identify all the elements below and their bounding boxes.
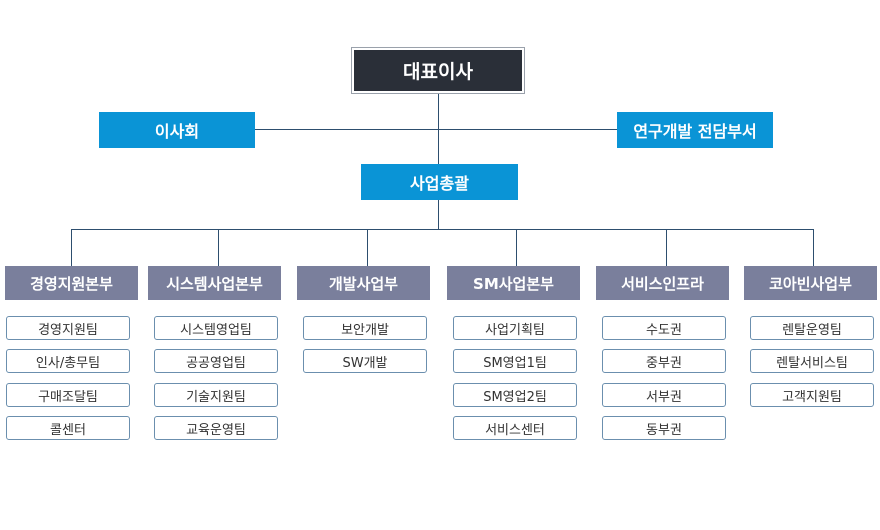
team-box: 사업기획팀 (453, 316, 577, 340)
team-box: 교육운영팀 (154, 416, 278, 440)
team-box: SW개발 (303, 349, 427, 373)
rnd-department-box: 연구개발 전담부서 (617, 112, 773, 148)
team-box: 중부권 (602, 349, 726, 373)
team-box: 수도권 (602, 316, 726, 340)
team-box: 고객지원팀 (750, 383, 874, 407)
team-box: 동부권 (602, 416, 726, 440)
division-box: 서비스인프라 (596, 266, 729, 300)
division-box: 개발사업부 (297, 266, 430, 300)
team-box: 렌탈운영팀 (750, 316, 874, 340)
team-box: 시스템영업팀 (154, 316, 278, 340)
division-box: 코아빈사업부 (744, 266, 877, 300)
team-box: 기술지원팀 (154, 383, 278, 407)
ceo-label: 대표이사 (354, 50, 522, 91)
team-box: 렌탈서비스팀 (750, 349, 874, 373)
team-box: 보안개발 (303, 316, 427, 340)
board-box: 이사회 (99, 112, 255, 148)
team-box: 인사/총무팀 (6, 349, 130, 373)
business-head-box: 사업총괄 (361, 164, 518, 200)
team-box: SM영업1팀 (453, 349, 577, 373)
ceo-box: 대표이사 (351, 47, 525, 94)
team-box: 경영지원팀 (6, 316, 130, 340)
team-box: 서비스센터 (453, 416, 577, 440)
division-box: 경영지원본부 (5, 266, 138, 300)
team-box: 콜센터 (6, 416, 130, 440)
team-box: 서부권 (602, 383, 726, 407)
division-box: 시스템사업본부 (148, 266, 281, 300)
team-box: SM영업2팀 (453, 383, 577, 407)
team-box: 공공영업팀 (154, 349, 278, 373)
team-box: 구매조달팀 (6, 383, 130, 407)
division-box: SM사업본부 (447, 266, 580, 300)
